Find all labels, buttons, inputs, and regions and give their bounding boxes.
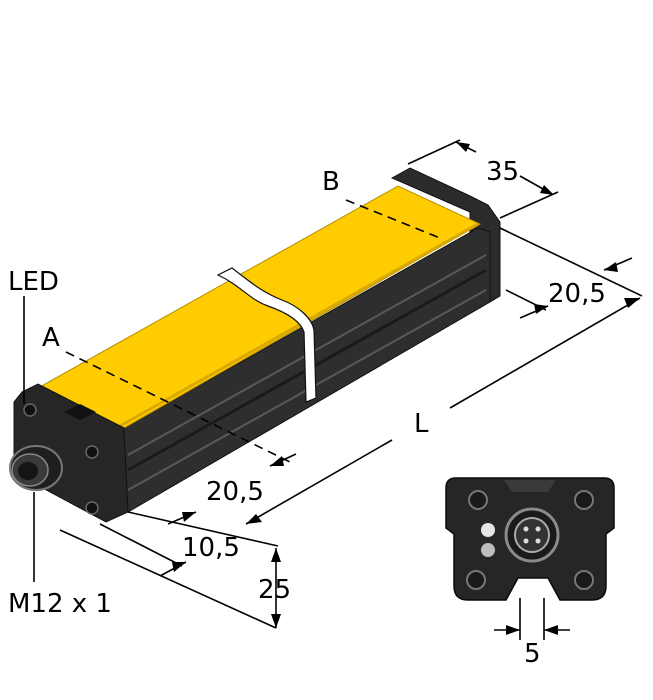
dim-25-arrow-top — [271, 548, 281, 562]
dim-205-front-arrow — [270, 456, 284, 466]
length-label: L — [414, 409, 429, 439]
dim-105-ext — [127, 511, 279, 547]
connector-label: M12 x 1 — [8, 589, 112, 619]
front-view-connector-inner — [514, 517, 550, 553]
dim-l-arrow-1 — [624, 298, 640, 308]
dim-205-right-ext-2 — [505, 289, 547, 311]
dim-5-arrow-right — [544, 625, 558, 635]
sensor-body — [9, 167, 501, 523]
dim-205-right-arrow-1 — [604, 262, 618, 272]
dim-offset-a-label: 20,5 — [206, 477, 264, 507]
front-view-led-1 — [481, 523, 495, 537]
dim-25-ext — [59, 529, 277, 629]
dim-205-front-arrow-2 — [182, 512, 196, 522]
axis-a-line — [65, 351, 291, 463]
dim-l-line-1 — [449, 297, 641, 409]
dim-105-arrow — [172, 562, 186, 572]
led-label: LED — [8, 267, 59, 297]
point-a-label: A — [42, 323, 60, 353]
front-view-screw-br — [574, 570, 594, 590]
front-view-screw-tr — [574, 490, 594, 510]
front-view-screw-tl — [468, 490, 488, 510]
dim-l-arrow-2 — [246, 514, 262, 524]
dim-width-label: 35 — [486, 157, 519, 187]
dim-25-arrow-bottom — [271, 614, 281, 628]
front-view-pin-1 — [523, 526, 529, 532]
front-view-pin-4 — [535, 538, 541, 544]
front-view-slot — [504, 480, 556, 492]
m12-connector — [9, 445, 63, 491]
dim-slot-width-label: 5 — [524, 639, 541, 669]
dim-35-arrow-1 — [456, 142, 470, 152]
dimension-lines — [23, 139, 643, 629]
front-screw-top-left — [23, 403, 37, 417]
dim-height-label: 25 — [258, 575, 291, 605]
dim-35-ext-2 — [499, 191, 559, 219]
top-edge — [119, 222, 479, 428]
dim-105-line — [99, 523, 183, 567]
axis-b-line — [345, 199, 441, 239]
dim-35-arrow-2 — [540, 185, 554, 195]
break-gap — [216, 267, 317, 403]
front-screw-top-right — [85, 445, 99, 459]
dim-offset-b-label: 20,5 — [548, 279, 606, 309]
front-view-pin-2 — [535, 526, 541, 532]
dim-l-line-2 — [245, 439, 393, 525]
front-view-led-2 — [481, 543, 495, 557]
dim-35-ext-1 — [407, 139, 461, 165]
front-slot — [64, 404, 96, 420]
dim-5-arrow-left — [506, 625, 520, 635]
front-view-pin-3 — [523, 538, 529, 544]
front-screw-bottom-right — [85, 501, 99, 515]
front-view-screw-bl — [466, 570, 486, 590]
dim-205-right-ext — [499, 227, 643, 297]
dim-front-offset-label: 10,5 — [182, 533, 240, 563]
point-b-label: B — [322, 167, 340, 197]
front-view — [445, 477, 615, 640]
